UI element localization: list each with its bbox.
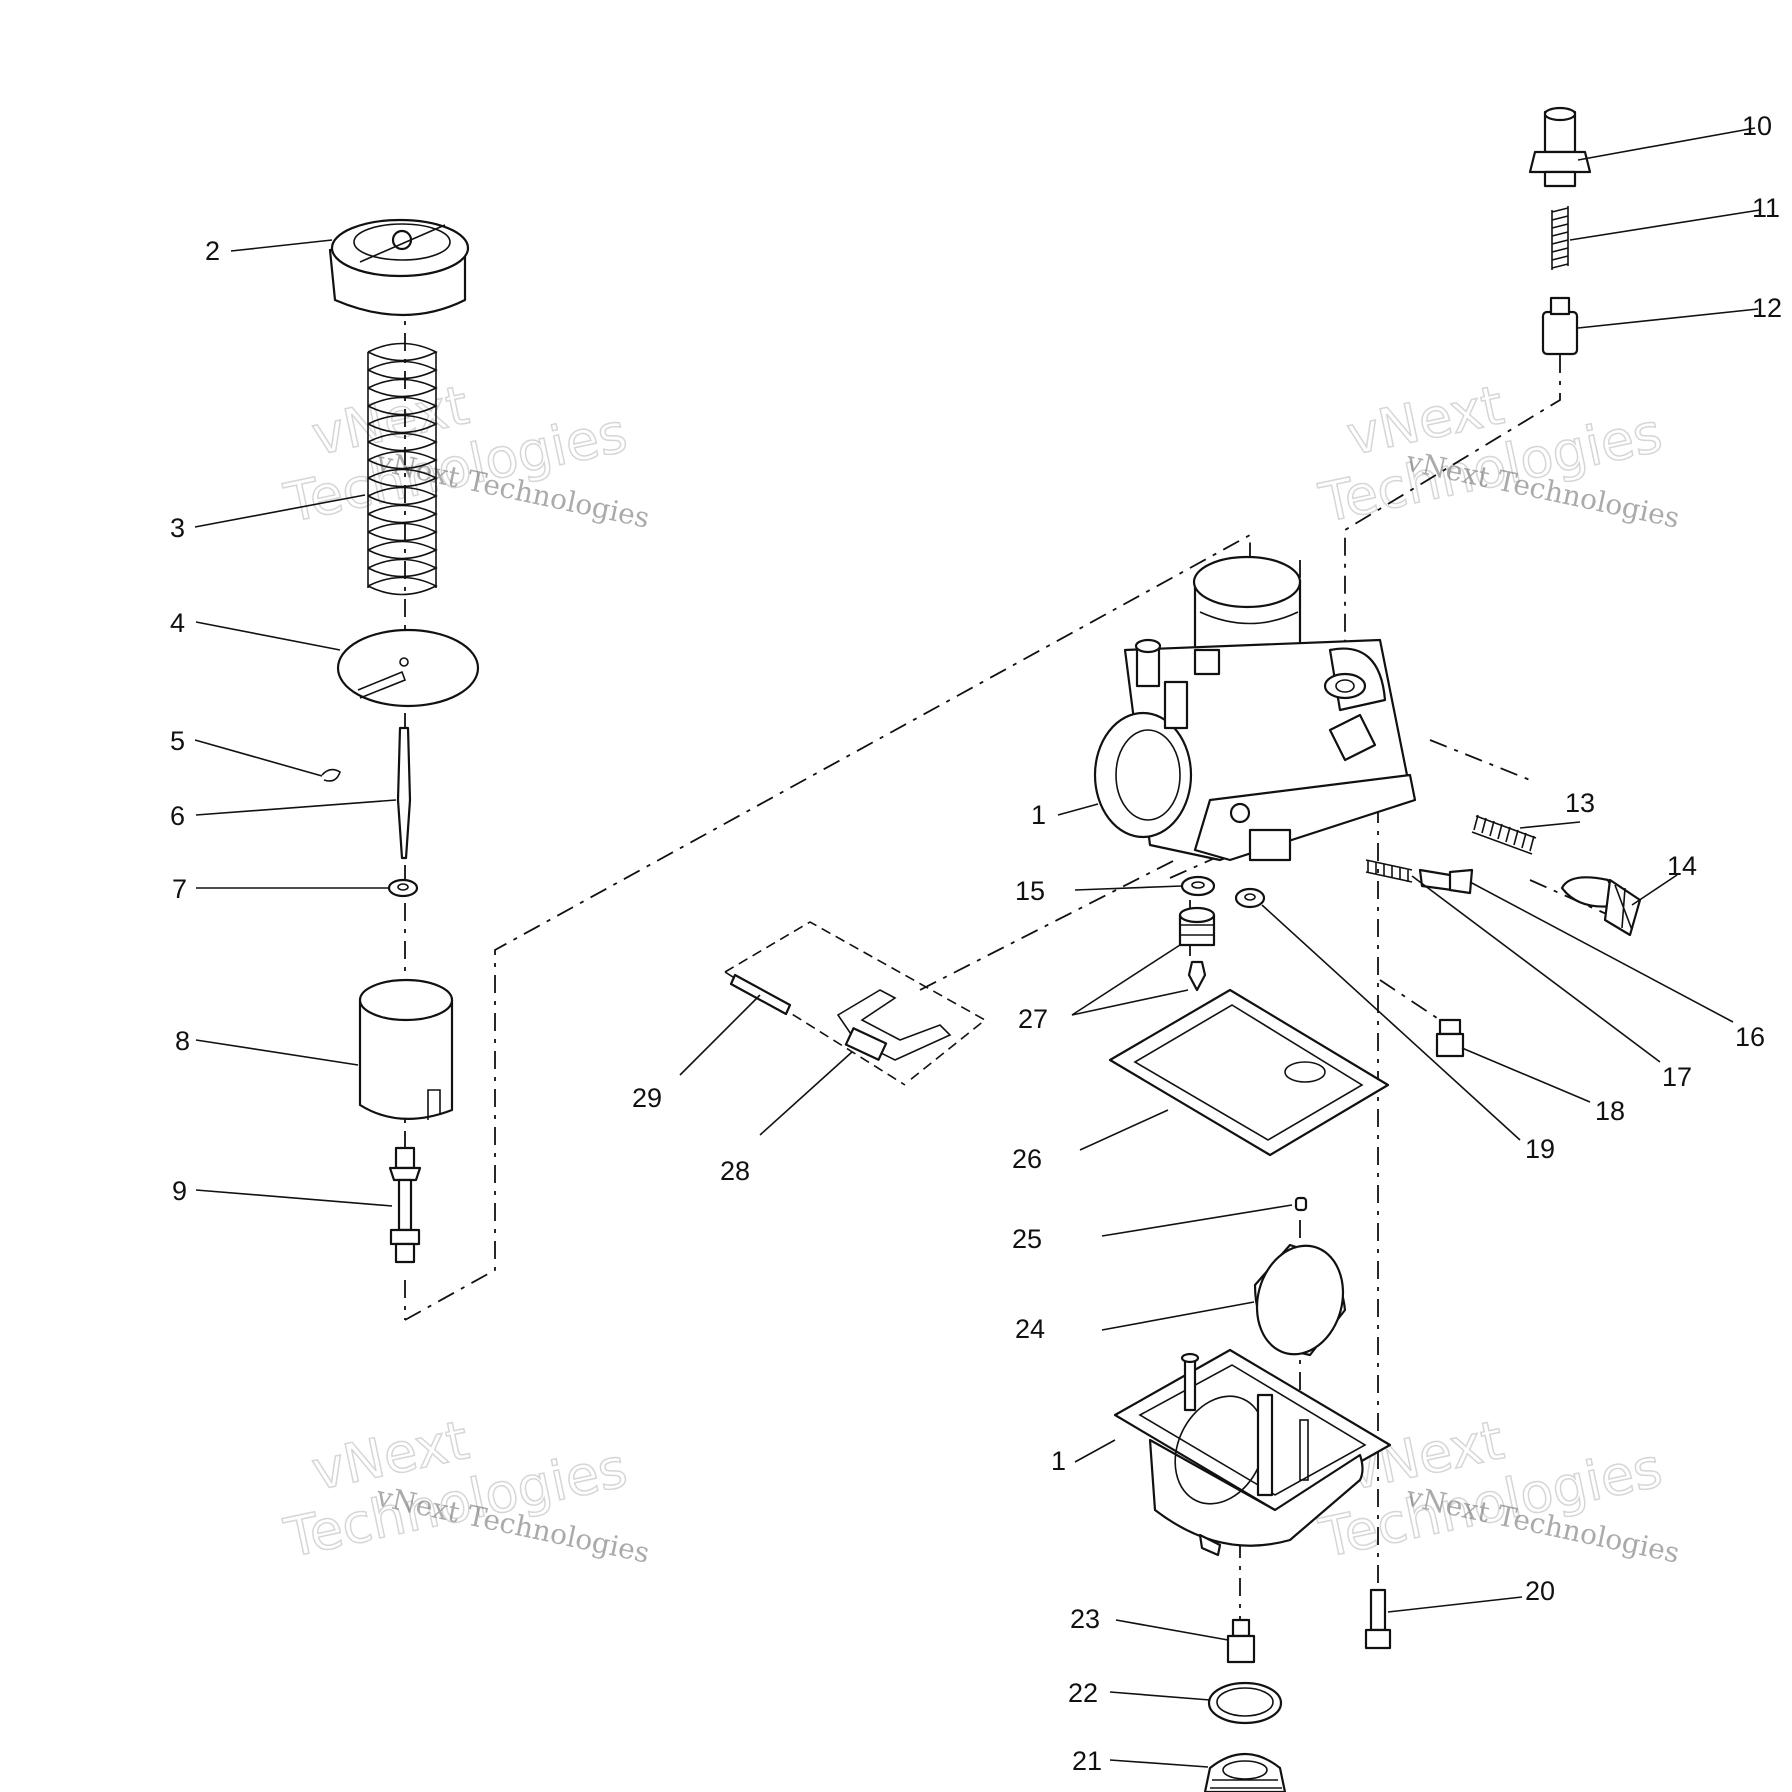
callout-7: 7	[172, 874, 187, 904]
part-18-jet	[1435, 1018, 1465, 1058]
part-11-spring	[1551, 206, 1569, 270]
part-21-bowl-plug	[1203, 1752, 1287, 1792]
callout-25: 25	[1012, 1224, 1042, 1254]
callout-22: 22	[1068, 1678, 1098, 1708]
callout-11: 11	[1752, 193, 1780, 223]
callout-15: 15	[1015, 876, 1045, 906]
part-10-cable-adjuster	[1528, 106, 1592, 188]
callout-9: 9	[172, 1176, 187, 1206]
part-6-needle	[396, 726, 412, 860]
part-22-o-ring	[1207, 1681, 1283, 1725]
callout-1-bowl: 1	[1051, 1446, 1066, 1476]
callout-28: 28	[720, 1156, 750, 1186]
callout-14: 14	[1667, 851, 1697, 881]
part-26-gasket	[1108, 988, 1390, 1157]
part-17-spring	[1365, 859, 1413, 883]
part-9-jet-holder	[388, 1146, 422, 1264]
leader-lines	[194, 127, 1761, 1768]
part-12-plunger	[1541, 296, 1579, 356]
part-4-plate	[336, 628, 480, 708]
callout-5: 5	[170, 726, 185, 756]
callout-13: 13	[1565, 788, 1595, 818]
callout-3: 3	[170, 513, 185, 543]
part-27-needle-valve	[1178, 906, 1216, 992]
part-1-carburetor-body	[1093, 555, 1417, 862]
callout-6: 6	[170, 801, 185, 831]
callout-27: 27	[1018, 1004, 1048, 1034]
callout-23: 23	[1070, 1604, 1100, 1634]
part-1-float-bowl	[1113, 1348, 1392, 1557]
part-23-drain-plug	[1226, 1618, 1256, 1664]
part-16-pilot-screw	[1418, 868, 1474, 895]
part-20-screw	[1364, 1588, 1392, 1650]
part-15-washer	[1180, 875, 1216, 897]
callout-20: 20	[1525, 1576, 1555, 1606]
callout-19: 19	[1525, 1134, 1555, 1164]
part-14-idle-screw	[1560, 876, 1642, 937]
callout-21: 21	[1072, 1746, 1102, 1776]
part-29-pin	[729, 973, 792, 1016]
part-5-clip	[321, 768, 341, 782]
callout-2: 2	[205, 236, 220, 266]
callout-29: 29	[632, 1083, 662, 1113]
part-2-cap	[328, 218, 470, 317]
callout-17: 17	[1662, 1062, 1692, 1092]
callout-10: 10	[1742, 111, 1772, 141]
part-19-washer	[1234, 887, 1266, 909]
part-28-float-arm	[836, 989, 952, 1061]
part-7-washer	[387, 878, 419, 898]
callout-8: 8	[175, 1026, 190, 1056]
part-3-spring	[367, 342, 438, 596]
callout-26: 26	[1012, 1144, 1042, 1174]
part-28-29-group-outline	[724, 921, 987, 1086]
callout-12: 12	[1752, 293, 1782, 323]
callout-18: 18	[1595, 1096, 1625, 1126]
callout-4: 4	[170, 608, 185, 638]
callout-24: 24	[1015, 1314, 1045, 1344]
callout-1-body: 1	[1031, 800, 1046, 830]
callout-labels: 1 1 2 3 4 5 6 7 8 9 10 11 12 13 14 15 16…	[170, 111, 1782, 1776]
part-8-throttle-slide	[358, 978, 454, 1120]
callout-16: 16	[1735, 1022, 1765, 1052]
part-25-cap	[1294, 1196, 1308, 1212]
part-13-spring	[1471, 814, 1537, 855]
part-24-float	[1253, 1243, 1347, 1357]
